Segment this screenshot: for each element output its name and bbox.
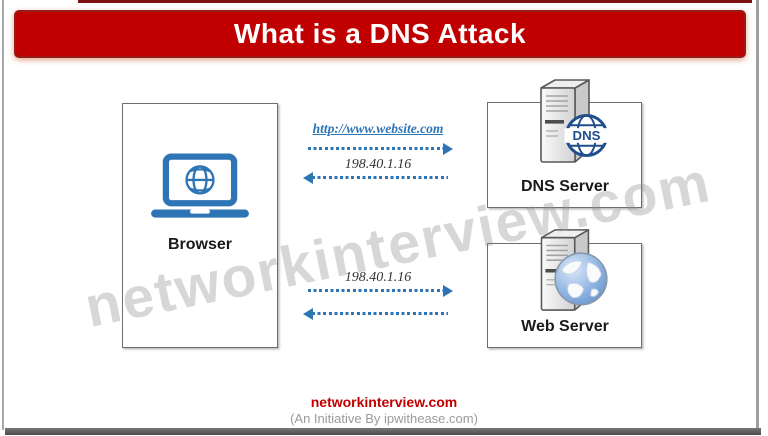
- dns-server-label: DNS Server: [520, 178, 610, 195]
- dns-globe-badge-icon: DNS: [563, 112, 610, 164]
- dns-query-arrow: [308, 142, 453, 155]
- dns-badge-label: DNS: [573, 128, 601, 143]
- frame-left-border: [2, 0, 4, 430]
- browser-label: Browser: [167, 236, 233, 253]
- laptop-browser-icon: [146, 153, 254, 228]
- globe-icon: [185, 165, 215, 195]
- page-title: What is a DNS Attack: [233, 18, 527, 49]
- dns-query-url-label: http://www.website.com: [312, 121, 444, 136]
- dns-response-arrow: [303, 171, 448, 184]
- footer-site-name: networkinterview.com: [310, 394, 458, 410]
- footer: networkinterview.com (An Initiative By i…: [0, 394, 768, 426]
- dns-response-ip-label: 198.40.1.16: [344, 157, 412, 172]
- top-maroon-strip: [78, 0, 752, 3]
- earth-globe-icon: [553, 251, 609, 312]
- web-server-label: Web Server: [521, 318, 609, 335]
- footer-initiative-text: (An Initiative By ipwithease.com): [290, 411, 478, 426]
- web-request-arrow: [308, 284, 453, 297]
- web-response-arrow: [303, 307, 448, 320]
- browser-node-box: [122, 103, 278, 348]
- web-request-ip-label: 198.40.1.16: [344, 270, 412, 285]
- frame-right-border: [756, 0, 759, 430]
- title-banner: What is a DNS Attack: [14, 10, 746, 58]
- frame-bottom-bar: [5, 428, 761, 435]
